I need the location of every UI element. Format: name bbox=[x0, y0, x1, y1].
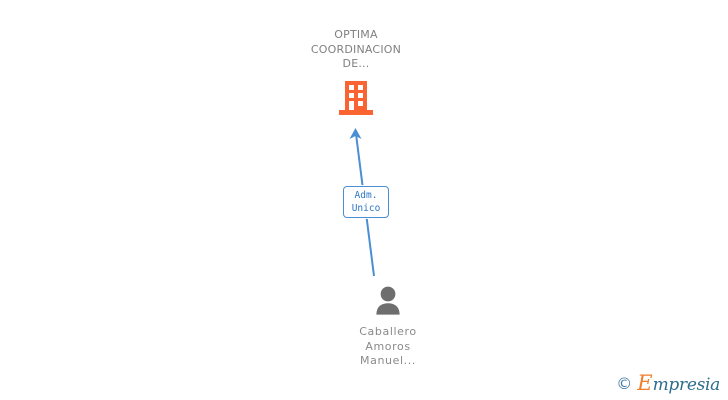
company-node[interactable]: OPTIMA COORDINACION DE... bbox=[280, 28, 432, 119]
person-icon-wrap bbox=[312, 286, 464, 318]
relation-label-adm-unico[interactable]: Adm. Unico bbox=[343, 186, 389, 218]
brand-name: Empresia bbox=[637, 373, 720, 394]
person-icon bbox=[376, 286, 400, 315]
building-icon bbox=[339, 80, 373, 115]
company-name-label: OPTIMA COORDINACION DE... bbox=[310, 28, 402, 70]
brand-name-rest: mpresia bbox=[652, 375, 721, 395]
up-arrow-icon bbox=[349, 128, 362, 139]
copyright-icon: © bbox=[616, 373, 633, 393]
person-name-label: Caballero Amoros Manuel... bbox=[359, 325, 417, 367]
company-icon-wrap bbox=[280, 80, 432, 119]
brand-initial-letter: E bbox=[637, 371, 653, 395]
person-node[interactable]: Caballero Amoros Manuel... bbox=[312, 286, 464, 369]
empresia-logo[interactable]: © Empresia bbox=[616, 373, 720, 394]
